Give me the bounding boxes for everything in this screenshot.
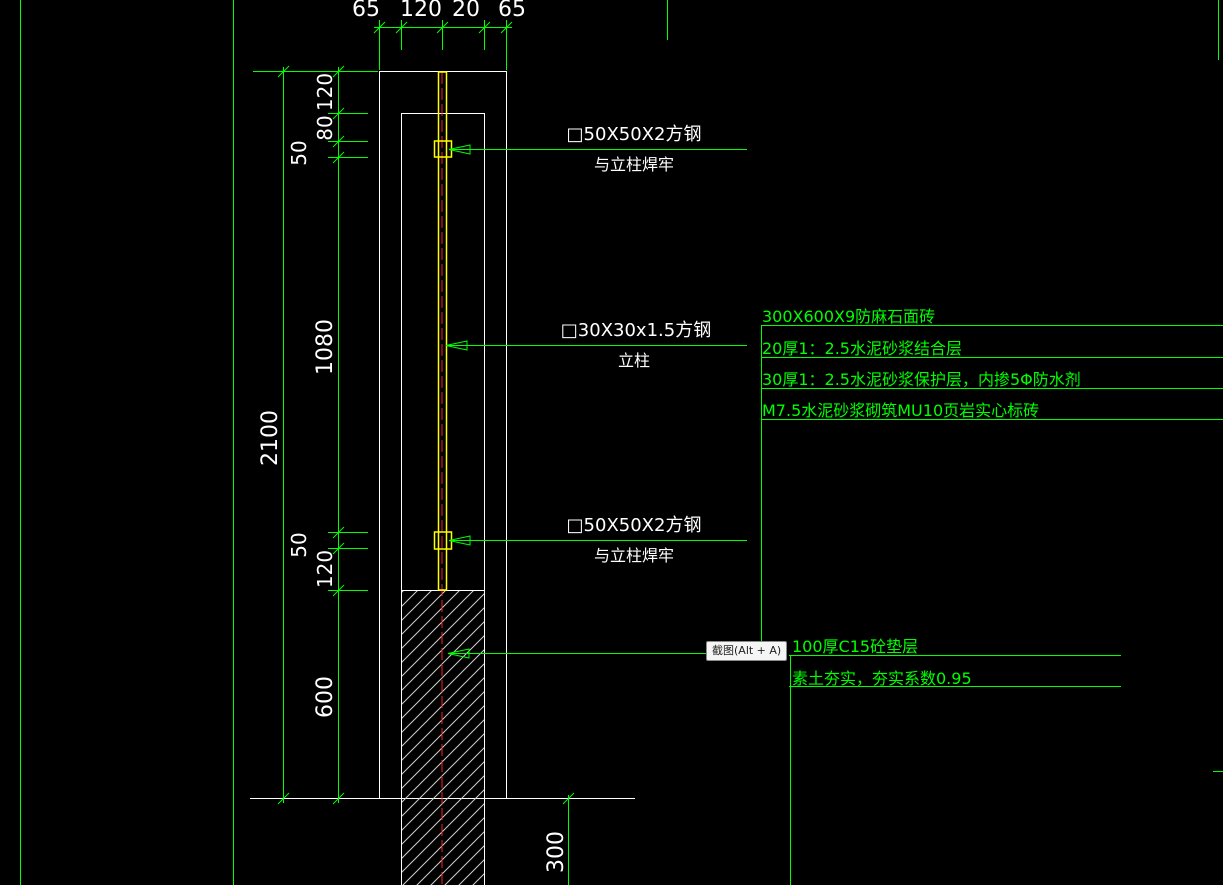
dim-top-65-left: 65 xyxy=(352,0,380,22)
layer-callouts xyxy=(761,325,1223,885)
layer-text-3: 30厚1：2.5水泥砂浆保护层，内掺5Φ防水剂 xyxy=(762,370,1081,389)
dimension-lines xyxy=(253,20,575,885)
dim-1080: 1080 xyxy=(313,319,338,375)
tick xyxy=(373,21,386,34)
dim-300: 300 xyxy=(544,831,569,873)
tick xyxy=(277,792,290,805)
grid-lines xyxy=(20,0,1219,885)
tick xyxy=(332,792,345,805)
tick xyxy=(332,584,345,597)
inner-frame xyxy=(401,113,485,591)
layer-text-2: 20厚1：2.5水泥砂浆结合层 xyxy=(762,339,962,358)
dim-top-120: 120 xyxy=(400,0,442,22)
layer-text-4: M7.5水泥砂浆砌筑MU10页岩实心标砖 xyxy=(762,401,1039,420)
leaders xyxy=(445,144,747,659)
dim-120-bottom: 120 xyxy=(313,550,337,588)
tick xyxy=(277,65,290,78)
dim-80: 80 xyxy=(313,115,337,140)
tick xyxy=(436,21,449,34)
tick xyxy=(332,542,345,555)
tick xyxy=(478,21,491,34)
dim-600: 600 xyxy=(313,676,338,718)
tick xyxy=(332,107,345,120)
top-tube-note: 与立柱焊牢 xyxy=(594,155,674,174)
bottom-tube-note: 与立柱焊牢 xyxy=(594,546,674,565)
steel-post xyxy=(437,71,448,591)
tick xyxy=(332,135,345,148)
dim-top-65-right: 65 xyxy=(498,0,526,22)
layer-text-6: 素土夯实，夯实系数0.95 xyxy=(792,669,972,688)
tick xyxy=(332,151,345,164)
dim-120-top: 120 xyxy=(313,73,337,111)
arrow-top-tube xyxy=(448,144,471,155)
tick xyxy=(332,65,345,78)
dim-50-bottom: 50 xyxy=(287,532,311,557)
bottom-tube-label: □50X50X2方钢 xyxy=(567,515,702,536)
arrow-bottom-tube xyxy=(448,535,471,546)
layer-text-5: 100厚C15砼垫层 xyxy=(792,637,918,656)
tick xyxy=(562,792,575,805)
post-note: 立柱 xyxy=(618,351,650,370)
top-tube-label: □50X50X2方钢 xyxy=(567,124,702,145)
tick xyxy=(332,526,345,539)
arrow-foundation xyxy=(447,648,470,659)
layer-text-1: 300X600X9防麻石面砖 xyxy=(762,307,935,326)
tick xyxy=(395,21,408,34)
dim-50-top: 50 xyxy=(287,140,311,165)
post-label: □30X30x1.5方钢 xyxy=(561,320,711,341)
foundation-hatch xyxy=(401,590,485,885)
dim-2100: 2100 xyxy=(258,410,283,466)
screenshot-tooltip: 截图(Alt + A) xyxy=(706,641,788,661)
dim-top-20: 20 xyxy=(452,0,480,22)
tick xyxy=(500,21,513,34)
arrow-post xyxy=(445,340,468,351)
